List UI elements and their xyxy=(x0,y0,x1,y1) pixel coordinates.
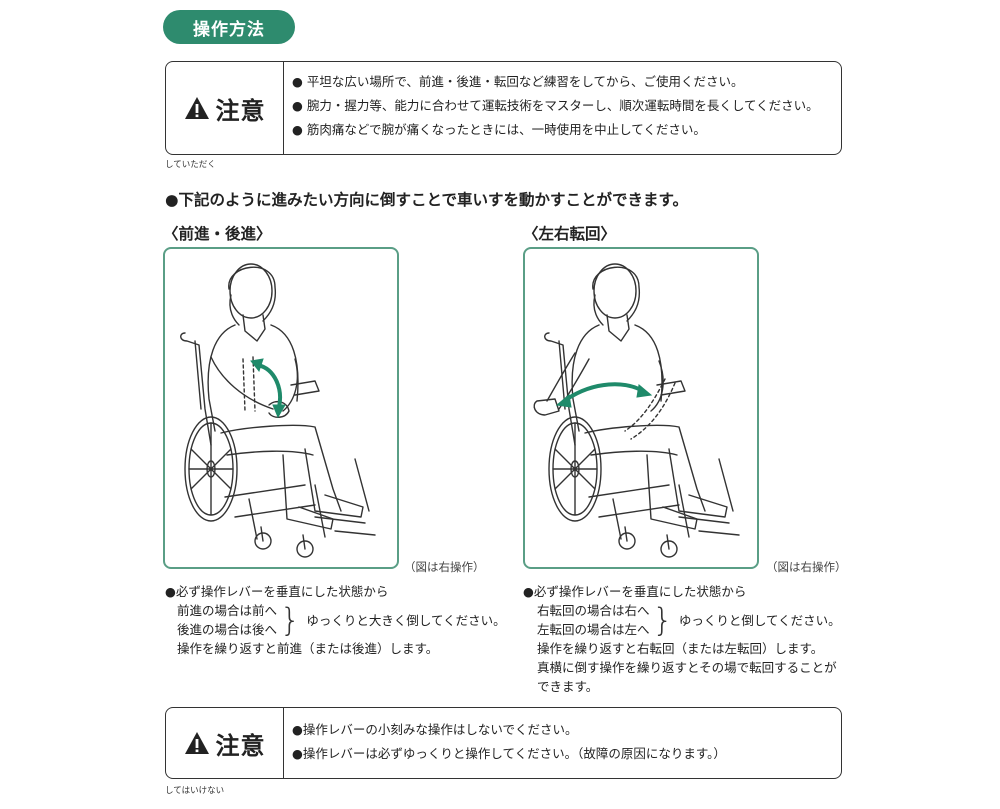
motion-arrow-icon xyxy=(250,358,286,419)
instruction-line: 左転回の場合は左へ xyxy=(537,622,650,637)
brace-symbol: } xyxy=(652,601,673,639)
caution-box-bottom: 注意 ●操作レバーの小刻みな操作はしないでください。 ●操作レバーは必ずゆっくり… xyxy=(165,707,842,779)
caution-item: ● 筋肉痛などで腕が痛くなったときには、一時使用を中止してください。 xyxy=(292,122,706,137)
caution-caption-bottom: してはいけない xyxy=(165,786,225,796)
caution-caption-top: していただく xyxy=(165,160,216,170)
caution-label-bottom: 注意 xyxy=(166,708,284,778)
brace-symbol: } xyxy=(280,601,301,639)
instructions-forward-backward: ●必ず操作レバーを垂直にした状態から 前進の場合は前へ 後進の場合は後へ } ゆ… xyxy=(165,582,506,658)
illustration-note-left: （図は右操作） xyxy=(404,560,485,574)
wheelchair-user-illustration xyxy=(533,263,740,558)
instruction-line: 操作を繰り返すと右転回（または左転回）します。 xyxy=(537,641,824,656)
brace-group: 右転回の場合は右へ 左転回の場合は左へ } ゆっくりと倒してください。 xyxy=(523,601,841,639)
lead-text: ●下記のように進みたい方向に倒すことで車いすを動かすことができます。 xyxy=(165,191,689,209)
wheelchair-user-illustration xyxy=(180,263,376,558)
instruction-line: できます。 xyxy=(537,679,599,694)
section-title: 操作方法 xyxy=(163,10,295,44)
caution-box-top: 注意 ● 平坦な広い場所で、前進・後進・転回など練習をしてから、ご使用ください。… xyxy=(165,61,842,155)
caution-item: ●操作レバーは必ずゆっくりと操作してください。（故障の原因になります。） xyxy=(292,746,726,761)
caution-word: 注意 xyxy=(215,96,266,125)
caution-list-top: ● 平坦な広い場所で、前進・後進・転回など練習をしてから、ご使用ください。 ● … xyxy=(284,62,819,154)
warning-icon xyxy=(184,732,209,754)
caution-word: 注意 xyxy=(215,731,266,760)
illustration-forward-backward xyxy=(163,247,399,569)
instruction-line: 前進の場合は前へ xyxy=(177,603,278,618)
caution-label-top: 注意 xyxy=(166,62,284,154)
instruction-line: 右転回の場合は右へ xyxy=(537,603,650,618)
heading-turn: 〈左右転回〉 xyxy=(523,225,617,243)
heading-forward-backward: 〈前進・後進〉 xyxy=(163,225,272,243)
illustration-note-right: （図は右操作） xyxy=(766,560,847,574)
instruction-line: ゆっくりと倒してください。 xyxy=(678,612,841,628)
illustration-turn xyxy=(523,247,759,569)
instruction-line: 真横に倒す操作を繰り返すとその場で転回することが xyxy=(537,660,837,675)
brace-group: 前進の場合は前へ 後進の場合は後へ } ゆっくりと大きく倒してください。 xyxy=(165,601,506,639)
instruction-line: ●必ず操作レバーを垂直にした状態から xyxy=(523,584,747,599)
caution-list-bottom: ●操作レバーの小刻みな操作はしないでください。 ●操作レバーは必ずゆっくりと操作… xyxy=(284,708,726,778)
instruction-line: ●必ず操作レバーを垂直にした状態から xyxy=(165,584,389,599)
instruction-line: ゆっくりと大きく倒してください。 xyxy=(306,612,506,628)
caution-item: ●操作レバーの小刻みな操作はしないでください。 xyxy=(292,722,578,737)
caution-item: ● 腕力・握力等、能力に合わせて運転技術をマスターし、順次運転時間を長くしてくだ… xyxy=(292,98,819,113)
motion-arrow-icon xyxy=(555,382,653,408)
instructions-turn: ●必ず操作レバーを垂直にした状態から 右転回の場合は右へ 左転回の場合は左へ }… xyxy=(523,582,841,696)
instruction-line: 操作を繰り返すと前進（または後進）します。 xyxy=(177,641,439,656)
caution-item: ● 平坦な広い場所で、前進・後進・転回など練習をしてから、ご使用ください。 xyxy=(292,74,744,89)
instruction-line: 後進の場合は後へ xyxy=(177,622,278,637)
warning-icon xyxy=(184,97,209,119)
